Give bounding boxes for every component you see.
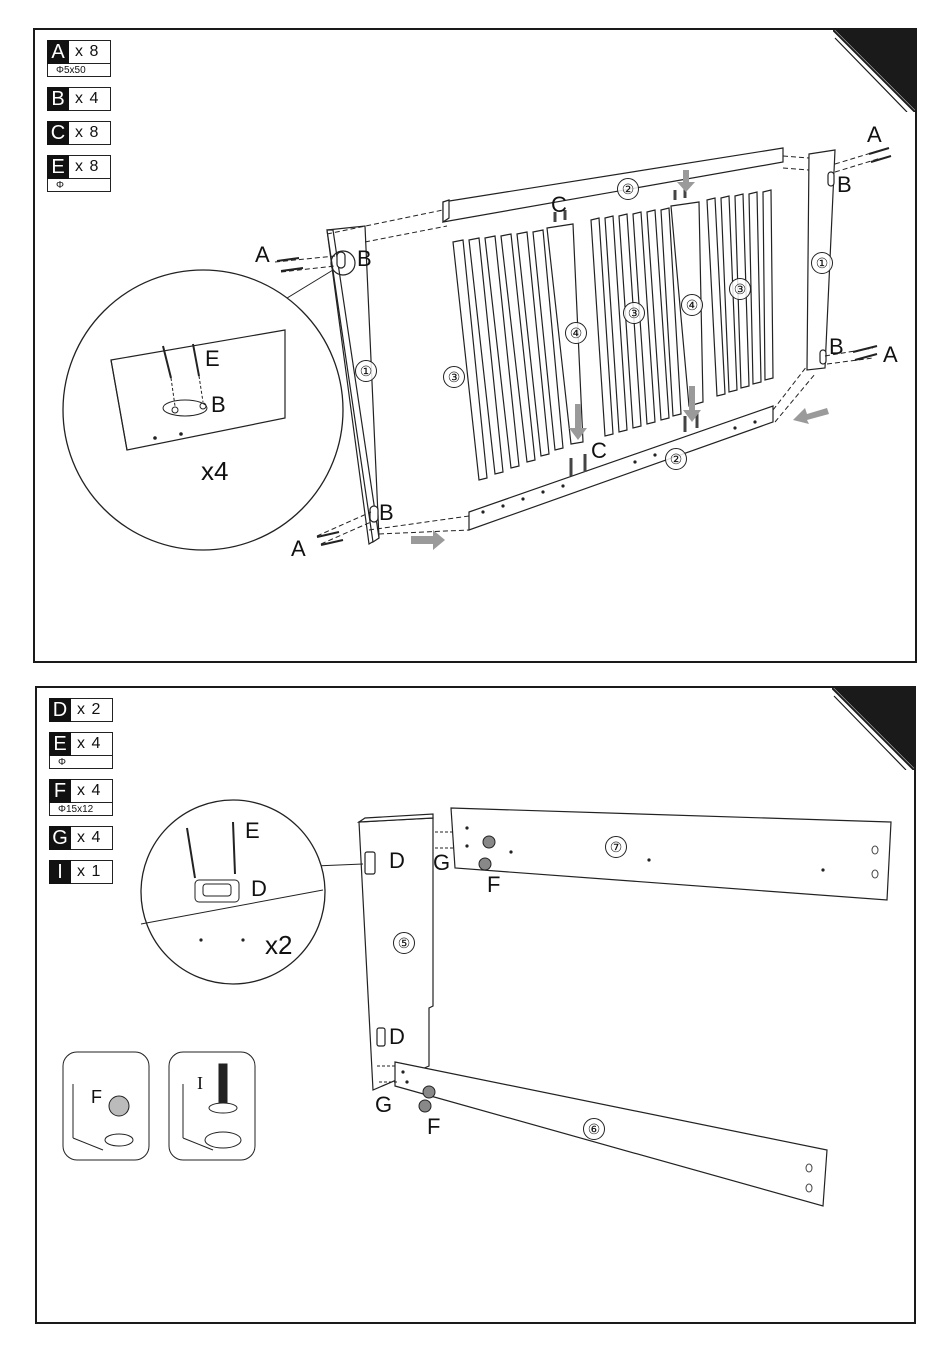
detail-multiplier: x2 bbox=[265, 930, 292, 961]
part-number-5: ⑤ bbox=[393, 932, 415, 954]
detail-multiplier: x4 bbox=[201, 456, 228, 487]
label-screw-a: A bbox=[867, 124, 882, 146]
part-number-6: ⑥ bbox=[583, 1118, 605, 1140]
bracket-d bbox=[365, 852, 375, 874]
crib-side-assembly-drawing bbox=[35, 30, 919, 665]
part-number-1: ① bbox=[355, 360, 377, 382]
label-tool-i: I bbox=[197, 1072, 203, 1094]
cam-lock-inset bbox=[63, 1052, 149, 1160]
label-slot-b: B bbox=[379, 502, 394, 524]
top-rail bbox=[443, 148, 783, 222]
label-screw-a: A bbox=[255, 244, 270, 266]
part-number-3: ③ bbox=[623, 302, 645, 324]
label-slot-b: B bbox=[837, 174, 852, 196]
label-slot-b: B bbox=[211, 394, 226, 416]
label-dowel-c: C bbox=[591, 440, 607, 462]
label-screw-e: E bbox=[205, 348, 220, 370]
screwdriver-inset bbox=[169, 1052, 255, 1160]
label-cam-f: F bbox=[91, 1086, 102, 1108]
rail-upper bbox=[451, 808, 891, 900]
label-dowel-c: C bbox=[551, 194, 567, 216]
bracket-d bbox=[377, 1028, 385, 1046]
part-number-3: ③ bbox=[729, 278, 751, 300]
label-cam-f: F bbox=[487, 874, 500, 896]
label-cam-f: F bbox=[427, 1116, 440, 1138]
label-slot-b: B bbox=[357, 248, 372, 270]
label-bracket-d: D bbox=[389, 1026, 405, 1048]
left-slats bbox=[453, 230, 563, 480]
part-number-4: ④ bbox=[681, 294, 703, 316]
label-screw-e: E bbox=[245, 820, 260, 842]
detail-magnifier bbox=[63, 270, 343, 550]
label-dowel-g: G bbox=[433, 852, 450, 874]
label-screw-a: A bbox=[291, 538, 306, 560]
post-slot bbox=[337, 252, 345, 268]
label-slot-b: B bbox=[829, 336, 844, 358]
part-number-2: ② bbox=[665, 448, 687, 470]
part-number-1: ① bbox=[811, 252, 833, 274]
part-number-3: ③ bbox=[443, 366, 465, 388]
label-screw-a: A bbox=[883, 344, 898, 366]
label-bracket-d: D bbox=[389, 850, 405, 872]
label-bracket-d: D bbox=[251, 878, 267, 900]
part-number-2: ② bbox=[617, 178, 639, 200]
rail-lower bbox=[395, 1062, 827, 1206]
bed-frame-assembly-drawing bbox=[37, 688, 918, 1326]
label-dowel-g: G bbox=[375, 1094, 392, 1116]
part-number-7: ⑦ bbox=[605, 836, 627, 858]
part-number-4: ④ bbox=[565, 322, 587, 344]
